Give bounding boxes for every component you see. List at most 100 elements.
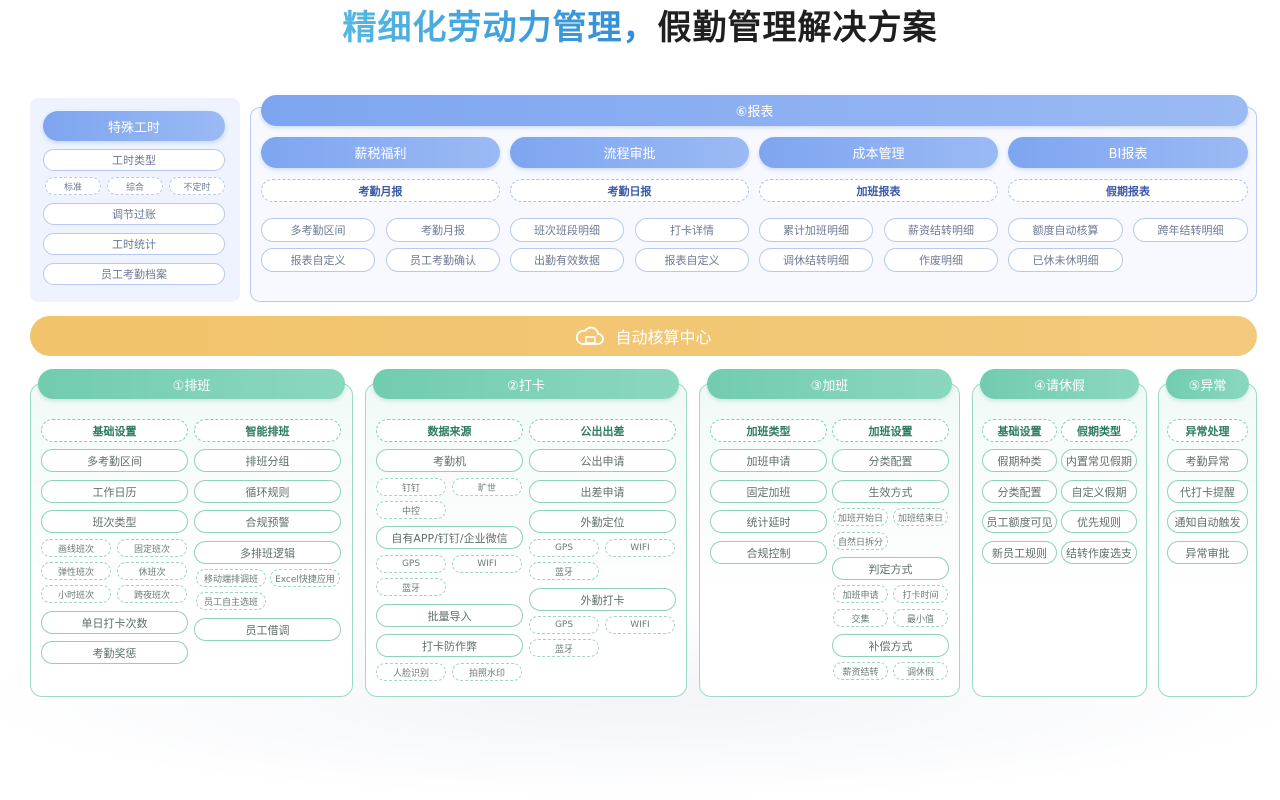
field-locate-sub[interactable]: 蓝牙 <box>529 562 599 580</box>
leave-item[interactable]: 自定义假期 <box>1061 480 1137 503</box>
overtime-item[interactable]: 补偿方式 <box>832 634 949 657</box>
report-item[interactable]: 班次班段明细 <box>510 218 624 242</box>
report-item[interactable]: 报表自定义 <box>635 248 749 272</box>
exception-header[interactable]: ⑤异常 <box>1166 369 1249 399</box>
sched-item[interactable]: 多排班逻辑 <box>194 541 341 564</box>
overtime-item[interactable]: 分类配置 <box>832 449 949 472</box>
report-item[interactable]: 作废明细 <box>884 248 998 272</box>
clockin-header[interactable]: ②打卡 <box>373 369 679 399</box>
report-item[interactable]: 调休结转明细 <box>759 248 873 272</box>
business-trip[interactable]: 公出出差 <box>529 419 676 442</box>
report-leave[interactable]: 假期报表 <box>1008 179 1248 202</box>
app-sub[interactable]: WIFI <box>452 555 522 573</box>
sched-item[interactable]: 合规预警 <box>194 510 341 533</box>
leave-item[interactable]: 员工额度可见 <box>982 510 1057 533</box>
leave-item[interactable]: 假期种类 <box>982 449 1057 472</box>
field-locate-sub[interactable]: GPS <box>529 539 599 557</box>
sched-item[interactable]: 工作日历 <box>41 480 188 503</box>
overtime-item[interactable]: 判定方式 <box>832 557 949 580</box>
overtime-header[interactable]: ③加班 <box>707 369 952 399</box>
leave-item[interactable]: 结转作废选支 <box>1061 541 1137 564</box>
sched-item[interactable]: 员工借调 <box>194 618 341 641</box>
shift-type-sub[interactable]: 小时班次 <box>41 585 111 603</box>
sched-item[interactable]: 循环规则 <box>194 480 341 503</box>
report-col-cost[interactable]: 成本管理 <box>759 137 998 168</box>
sched-item[interactable]: 考勤奖惩 <box>41 641 188 664</box>
app-sub[interactable]: GPS <box>376 555 446 573</box>
exception-handling[interactable]: 异常处理 <box>1167 419 1248 442</box>
report-col-salary[interactable]: 薪税福利 <box>261 137 500 168</box>
report-header[interactable]: ⑥报表 <box>261 95 1248 126</box>
judge-sub[interactable]: 交集 <box>833 609 888 627</box>
report-item[interactable]: 员工考勤确认 <box>386 248 500 272</box>
attendance-archive-item[interactable]: 员工考勤档案 <box>43 263 225 285</box>
field-clock-sub[interactable]: 蓝牙 <box>529 639 599 657</box>
report-item[interactable]: 跨年结转明细 <box>1133 218 1248 242</box>
auto-calc-center-bar[interactable]: 自动核算中心 <box>30 316 1257 356</box>
report-item[interactable]: 薪资结转明细 <box>884 218 998 242</box>
clockin-item[interactable]: 打卡防作弊 <box>376 634 523 657</box>
exception-item[interactable]: 代打卡提醒 <box>1167 480 1248 503</box>
multi-sched-sub[interactable]: Excel快捷应用 <box>270 569 340 587</box>
report-item[interactable]: 累计加班明细 <box>759 218 873 242</box>
sched-item[interactable]: 多考勤区间 <box>41 449 188 472</box>
judge-sub[interactable]: 加班申请 <box>833 585 888 603</box>
hour-stats-item[interactable]: 工时统计 <box>43 233 225 255</box>
clockin-item[interactable]: 外勤定位 <box>529 510 676 533</box>
data-source[interactable]: 数据来源 <box>376 419 523 442</box>
report-item[interactable]: 考勤月报 <box>386 218 500 242</box>
compensate-sub[interactable]: 调休假 <box>893 662 948 680</box>
clockin-item[interactable]: 外勤打卡 <box>529 588 676 611</box>
shift-type-sub[interactable]: 跨夜班次 <box>117 585 187 603</box>
exception-item[interactable]: 考勤异常 <box>1167 449 1248 472</box>
leave-item[interactable]: 新员工规则 <box>982 541 1057 564</box>
device-sub[interactable]: 中控 <box>376 501 446 519</box>
report-overtime[interactable]: 加班报表 <box>759 179 998 202</box>
overtime-item[interactable]: 生效方式 <box>832 480 949 503</box>
anti-cheat-sub[interactable]: 人脸识别 <box>376 663 446 681</box>
shift-type-sub[interactable]: 休班次 <box>117 562 187 580</box>
effect-sub[interactable]: 加班结束日 <box>893 508 948 526</box>
report-monthly[interactable]: 考勤月报 <box>261 179 500 202</box>
hour-type-flexible[interactable]: 不定时 <box>169 177 225 195</box>
report-col-bi[interactable]: BI报表 <box>1008 137 1248 168</box>
shift-type-sub[interactable]: 固定班次 <box>117 539 187 557</box>
multi-sched-sub[interactable]: 移动端排调班 <box>196 569 266 587</box>
overtime-item[interactable]: 合规控制 <box>710 541 827 564</box>
overtime-item[interactable]: 固定加班 <box>710 480 827 503</box>
sched-item[interactable]: 班次类型 <box>41 510 188 533</box>
sched-basic-settings[interactable]: 基础设置 <box>41 419 188 442</box>
leave-item[interactable]: 内置常见假期 <box>1061 449 1137 472</box>
effect-sub[interactable]: 加班开始日 <box>833 508 888 526</box>
compensate-sub[interactable]: 薪资结转 <box>833 662 888 680</box>
device-sub[interactable]: 旷世 <box>452 478 522 496</box>
hour-type-standard[interactable]: 标准 <box>45 177 101 195</box>
report-item[interactable]: 已休未休明细 <box>1008 248 1123 272</box>
exception-item[interactable]: 通知自动触发 <box>1167 510 1248 533</box>
app-sub[interactable]: 蓝牙 <box>376 578 446 596</box>
report-col-approval[interactable]: 流程审批 <box>510 137 749 168</box>
overtime-type[interactable]: 加班类型 <box>710 419 827 442</box>
scheduling-header[interactable]: ①排班 <box>38 369 345 399</box>
leave-item[interactable]: 优先规则 <box>1061 510 1137 533</box>
judge-sub[interactable]: 最小值 <box>893 609 948 627</box>
effect-sub[interactable]: 自然日拆分 <box>833 532 888 550</box>
shift-type-sub[interactable]: 画线班次 <box>41 539 111 557</box>
leave-type[interactable]: 假期类型 <box>1061 419 1137 442</box>
field-locate-sub[interactable]: WIFI <box>605 539 675 557</box>
leave-basic-settings[interactable]: 基础设置 <box>982 419 1057 442</box>
leave-header[interactable]: ④请休假 <box>980 369 1139 399</box>
anti-cheat-sub[interactable]: 拍照水印 <box>452 663 522 681</box>
report-item[interactable]: 出勤有效数据 <box>510 248 624 272</box>
hour-type-item[interactable]: 工时类型 <box>43 149 225 171</box>
overtime-item[interactable]: 统计延时 <box>710 510 827 533</box>
overtime-item[interactable]: 加班申请 <box>710 449 827 472</box>
clockin-item[interactable]: 批量导入 <box>376 604 523 627</box>
device-sub[interactable]: 钉钉 <box>376 478 446 496</box>
sched-item[interactable]: 排班分组 <box>194 449 341 472</box>
overtime-settings[interactable]: 加班设置 <box>832 419 949 442</box>
adjust-account-item[interactable]: 调节过账 <box>43 203 225 225</box>
report-item[interactable]: 额度自动核算 <box>1008 218 1123 242</box>
report-item[interactable]: 多考勤区间 <box>261 218 375 242</box>
clockin-item[interactable]: 考勤机 <box>376 449 523 472</box>
